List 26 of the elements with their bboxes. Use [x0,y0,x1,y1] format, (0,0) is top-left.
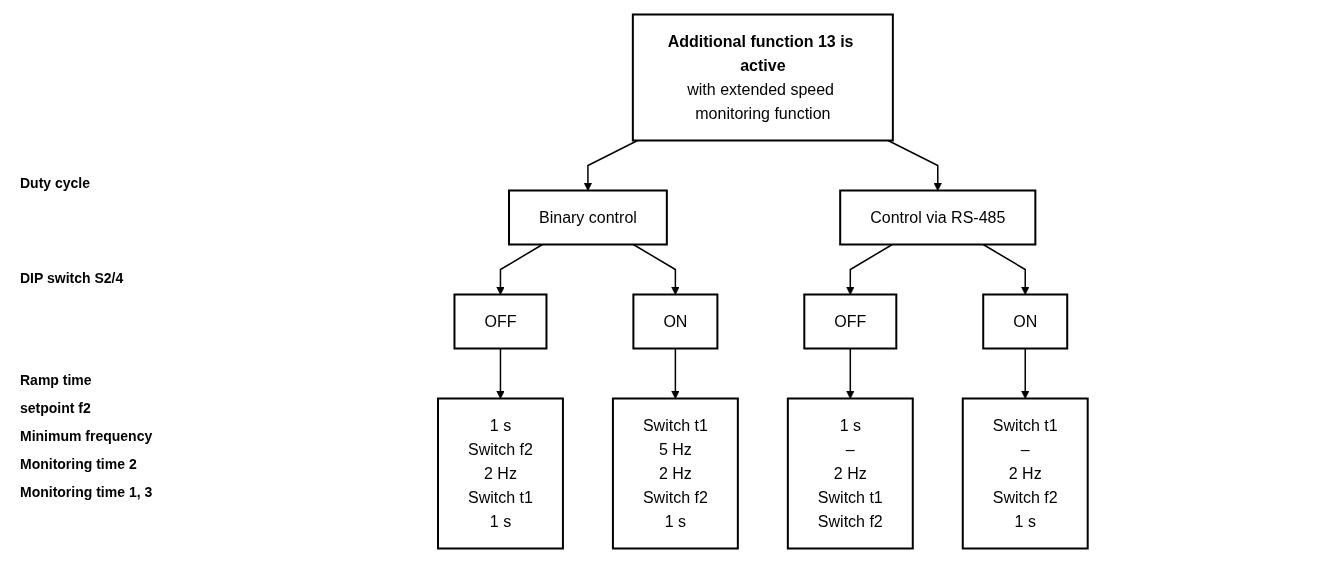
node-box: Switch t1 5 Hz 2 Hz Switch f2 1 s [612,397,739,550]
node-box: Switch t1 – 2 Hz Switch f2 1 s [961,397,1089,550]
arrow [632,243,680,295]
node-box: ON [982,293,1069,350]
arrow [887,139,943,191]
row-label: setpoint f2 [20,399,91,416]
arrow [671,347,680,399]
node-box: OFF [803,293,898,350]
node-box: ON [632,293,719,350]
arrow [846,347,855,399]
node-box: Control via RS-485 [839,189,1037,246]
node-box: 1 s – 2 Hz Switch t1 Switch f2 [787,397,914,550]
node-box: Additional function 13 is active with extended speed monitoring function [632,13,894,142]
row-label: Monitoring time 2 [20,456,137,472]
node-box: OFF [453,293,548,350]
arrow [496,347,505,399]
node-box: 1 s Switch f2 2 Hz Switch t1 1 s [437,397,565,550]
row-label: Duty cycle [20,174,91,191]
node-box: Binary control [508,189,668,246]
arrow [982,243,1030,295]
row-label: DIP switch S2/4 [20,270,124,287]
arrow [496,243,544,295]
row-label: Monitoring time 1, 3 [20,484,153,501]
row-label: Ramp time [20,371,92,388]
row-label: Minimum frequency [20,427,153,444]
arrow [1021,347,1030,399]
